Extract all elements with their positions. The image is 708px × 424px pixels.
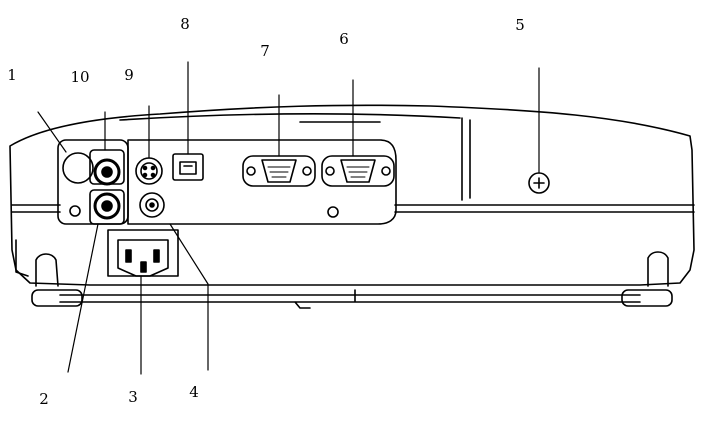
power-inlet xyxy=(108,230,178,276)
callout-8: 8 xyxy=(180,15,190,33)
rca-audio-jacks xyxy=(90,150,124,224)
security-slot xyxy=(529,173,549,193)
callout-10: 10 xyxy=(70,68,90,86)
callout-6: 6 xyxy=(339,30,349,48)
callout-1: 1 xyxy=(7,66,17,84)
left-side-edge xyxy=(16,240,28,276)
panel-screw-left xyxy=(70,206,80,216)
top-lip xyxy=(120,114,460,122)
s-video-port xyxy=(136,158,162,184)
usb-port xyxy=(173,154,203,180)
callout-9: 9 xyxy=(124,66,134,84)
computer-port-2 xyxy=(322,156,394,186)
left-foot xyxy=(32,290,82,306)
side-panel xyxy=(462,118,470,200)
callout-3: 3 xyxy=(128,388,138,406)
video-port xyxy=(140,193,164,217)
leader-lines xyxy=(38,62,539,374)
remote-sensor xyxy=(63,153,93,183)
projector-body-outline xyxy=(10,105,694,285)
computer-port-1 xyxy=(243,156,315,186)
bottom-rail xyxy=(60,290,640,308)
right-foot xyxy=(622,290,672,306)
left-leg xyxy=(36,254,58,286)
callout-2: 2 xyxy=(39,390,49,408)
callout-4: 4 xyxy=(189,383,199,401)
connector-panel xyxy=(128,140,396,224)
callout-7: 7 xyxy=(260,42,270,60)
callout-5: 5 xyxy=(515,16,525,34)
leader-1 xyxy=(38,112,66,152)
leader-4 xyxy=(170,224,208,370)
leader-2 xyxy=(68,224,98,372)
right-leg xyxy=(648,252,668,286)
panel-screw-right xyxy=(328,207,338,217)
